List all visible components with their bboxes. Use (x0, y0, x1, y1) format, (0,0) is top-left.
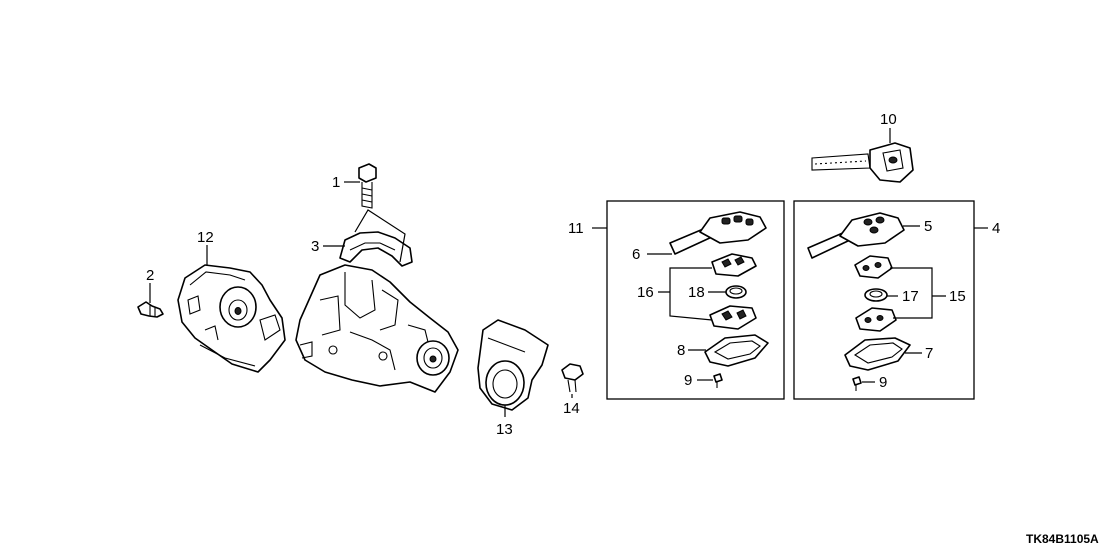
part-9-screw-icon-right[interactable] (852, 376, 862, 391)
part-7-cover[interactable] (844, 337, 911, 371)
leader-lines (149, 128, 988, 417)
callout-10: 10 (880, 111, 897, 128)
callout-7: 7 (925, 345, 933, 362)
part-16-transmitter-case[interactable] (709, 253, 757, 330)
callout-6: 6 (632, 246, 640, 263)
callout-12: 12 (197, 229, 214, 246)
part-12-ignition-switch[interactable] (177, 264, 286, 373)
part-5-remote-key[interactable] (807, 212, 905, 259)
part-2-bolt-icon[interactable] (137, 301, 164, 318)
part-18-battery-icon[interactable] (725, 285, 747, 299)
part-9-screw-icon-left[interactable] (713, 373, 723, 388)
part-3-clamp[interactable] (339, 231, 413, 267)
callout-18: 18 (688, 284, 705, 301)
callout-3: 3 (311, 238, 319, 255)
callout-4: 4 (992, 220, 1000, 237)
callout-9-right: 9 (879, 374, 887, 391)
part-10-key-icon[interactable] (811, 142, 914, 183)
callout-17: 17 (902, 288, 919, 305)
part-15-transmitter-case[interactable] (854, 255, 897, 332)
callout-5: 5 (924, 218, 932, 235)
callout-labels: 1 2 3 12 13 14 10 11 6 16 18 8 9 4 5 17 … (146, 111, 1000, 438)
callout-16: 16 (637, 284, 654, 301)
callout-11: 11 (568, 220, 584, 237)
kit-box-4 (793, 200, 975, 400)
kit-box-11 (606, 200, 785, 400)
callout-14: 14 (563, 400, 580, 417)
part-17-battery-icon[interactable] (864, 288, 888, 302)
callout-1: 1 (332, 174, 340, 191)
part-6-remote-key[interactable] (669, 211, 767, 255)
diagram-code: TK84B1105A (1026, 532, 1099, 546)
callout-9-left: 9 (684, 372, 692, 389)
steering-lock-assembly[interactable] (295, 264, 459, 393)
part-14-screw-icon[interactable] (561, 363, 584, 393)
callout-2: 2 (146, 267, 154, 284)
part-1-bolt-icon[interactable] (358, 163, 377, 209)
callout-8: 8 (677, 342, 685, 359)
callout-13: 13 (496, 421, 513, 438)
part-8-cover[interactable] (704, 334, 769, 367)
part-13-cylinder-cover[interactable] (477, 319, 549, 411)
callout-15: 15 (949, 288, 966, 305)
